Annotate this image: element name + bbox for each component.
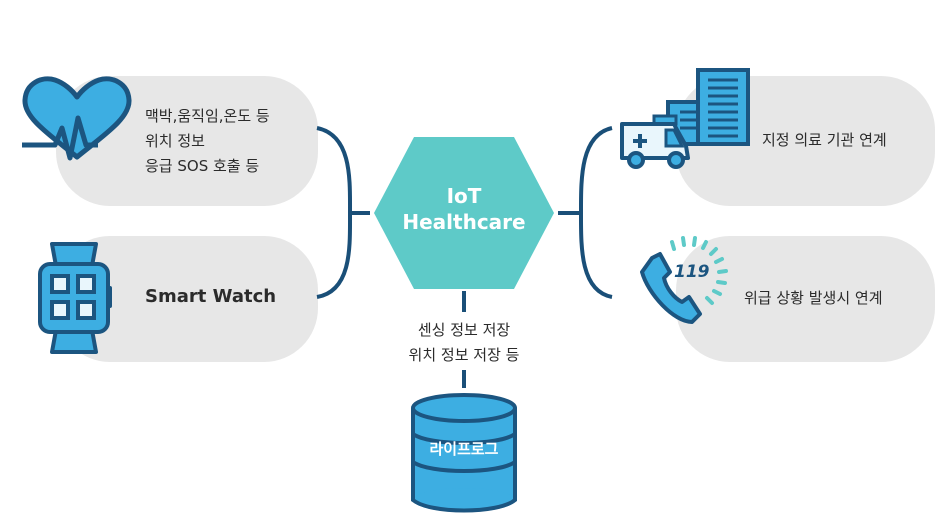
storage-text: 센싱 정보 저장 위치 정보 저장 등: [384, 318, 544, 368]
left-connector: [316, 126, 370, 299]
emergency-label: 위급 상황 발생시 연계: [744, 289, 883, 307]
hub-title: IoT Healthcare: [394, 183, 534, 235]
vital-signs-line3: 응급 SOS 호출 등: [145, 157, 260, 175]
right-connector: [558, 126, 613, 299]
vital-signs-line1: 맥박,움직임,온도 등: [145, 107, 270, 125]
vital-signs-line2: 위치 정보: [145, 132, 205, 150]
database-icon: [411, 393, 517, 513]
card-emergency: [676, 236, 935, 362]
hub-title-line1: IoT: [446, 184, 482, 208]
medical-institution-label: 지정 의료 기관 연계: [762, 131, 887, 149]
storage-line1: 센싱 정보 저장: [417, 321, 511, 339]
phone-119-text: 119: [674, 262, 710, 282]
database-label: 라이프로그: [429, 440, 499, 458]
ambulance-hospital-icon: [620, 68, 750, 169]
heart-pulse-icon: [22, 76, 132, 161]
smartwatch-icon: [38, 242, 112, 354]
vital-signs-text: 맥박,움직임,온도 등 위치 정보 응급 SOS 호출 등: [145, 104, 270, 179]
hub-title-line2: Healthcare: [402, 210, 526, 234]
hub-hexagon: [374, 137, 554, 289]
storage-line2: 위치 정보 저장 등: [408, 346, 520, 364]
phone-119-icon: [640, 236, 728, 324]
smart-watch-label: Smart Watch: [145, 286, 277, 307]
